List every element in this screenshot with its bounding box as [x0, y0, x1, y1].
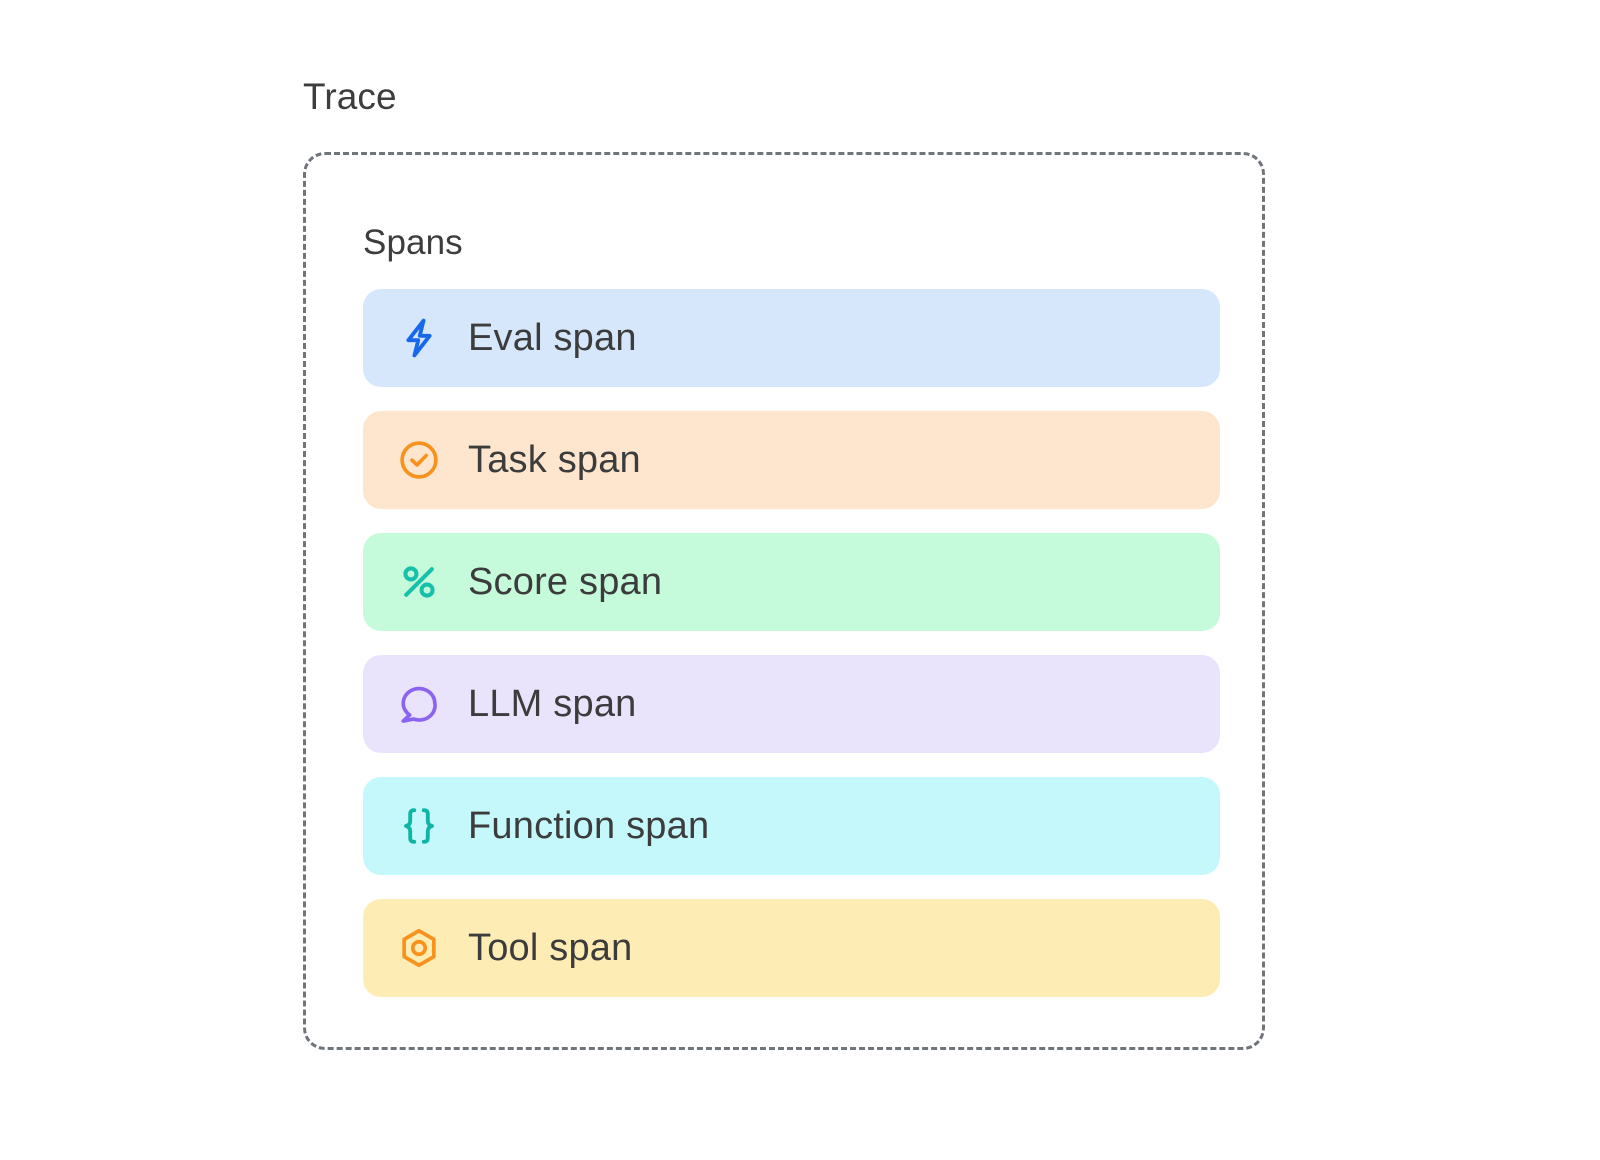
zap-icon: [395, 314, 443, 362]
percent-icon: [395, 558, 443, 606]
span-list: Eval span Task span: [363, 289, 1220, 997]
trace-container: Spans Eval span Task s: [303, 152, 1265, 1050]
spans-section-label: Spans: [363, 223, 463, 262]
span-row-llm[interactable]: LLM span: [363, 655, 1220, 753]
speech-bubble-icon: [395, 680, 443, 728]
span-row-task[interactable]: Task span: [363, 411, 1220, 509]
span-label: Task span: [468, 439, 641, 481]
span-label: Eval span: [468, 317, 637, 359]
curly-braces-icon: [395, 802, 443, 850]
span-label: LLM span: [468, 683, 637, 725]
page-title: Trace: [303, 76, 397, 117]
span-row-eval[interactable]: Eval span: [363, 289, 1220, 387]
span-label: Function span: [468, 805, 710, 847]
hexagon-dot-icon: [395, 924, 443, 972]
span-label: Score span: [468, 561, 663, 603]
span-row-tool[interactable]: Tool span: [363, 899, 1220, 997]
circle-check-icon: [395, 436, 443, 484]
span-row-function[interactable]: Function span: [363, 777, 1220, 875]
span-row-score[interactable]: Score span: [363, 533, 1220, 631]
span-label: Tool span: [468, 927, 633, 969]
